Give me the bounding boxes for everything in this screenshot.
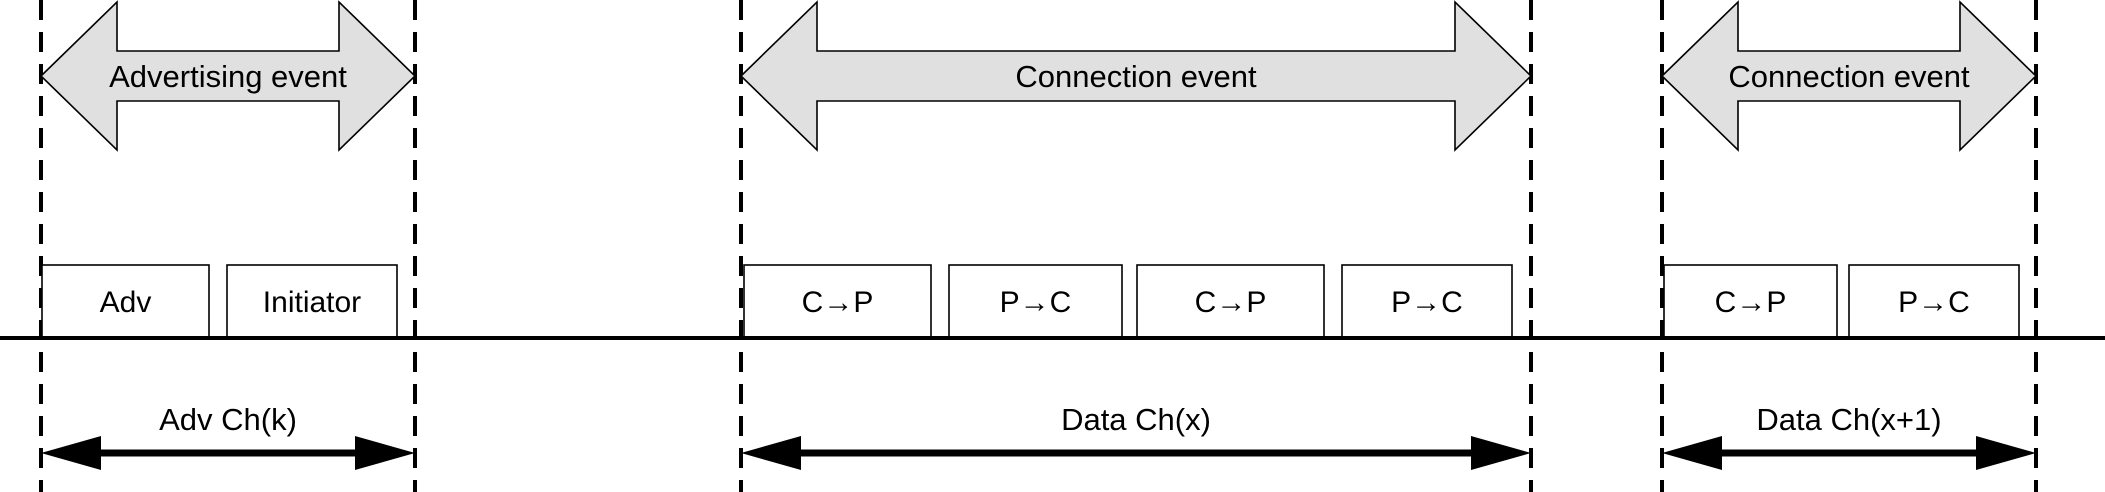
packet-slot: [1663, 264, 1838, 339]
packet-slot: [1136, 264, 1325, 339]
packet-slot: [948, 264, 1123, 339]
packet-slot-label: C→P: [1195, 286, 1267, 319]
event-label: Advertising event: [109, 59, 347, 94]
packet-slot-label: C→P: [802, 286, 874, 319]
packet-slot: [226, 264, 398, 339]
channel-arrowhead-left: [41, 436, 101, 470]
event-span-arrow: [739, 0, 1533, 152]
channel-arrowhead-right: [1471, 436, 1531, 470]
event-label: Connection event: [1728, 59, 1970, 94]
packet-slot-label: C→P: [1715, 286, 1787, 319]
packet-slot-label: Initiator: [263, 286, 361, 319]
event-span-arrow: [39, 0, 417, 152]
event-span-arrow: [1660, 0, 2038, 152]
event-label: Connection event: [1015, 59, 1257, 94]
packet-slot: [743, 264, 932, 339]
packet-slot: [1341, 264, 1513, 339]
channel-label: Data Ch(x): [1061, 402, 1211, 437]
channel-arrowhead-right: [355, 436, 415, 470]
channel-arrowhead-left: [1662, 436, 1722, 470]
channel-label: Adv Ch(k): [159, 402, 297, 437]
packet-slots-layer: Adv Initiator C→P P→C C→P P→C C→P P→C: [41, 264, 2020, 339]
packet-slot: [1848, 264, 2020, 339]
packet-slot-label: Adv: [100, 286, 152, 319]
channel-label: Data Ch(x+1): [1756, 402, 1941, 437]
event-arrows-layer: Advertising event Connection event Connect…: [39, 0, 2038, 152]
channel-arrowhead-left: [741, 436, 801, 470]
guide-lines-layer: [39, 0, 2038, 492]
packet-slot-label: P→C: [1000, 286, 1072, 319]
channel-arrows-layer: Adv Ch(k) Data Ch(x) Data Ch(x+1): [41, 402, 2036, 470]
packet-slot-label: P→C: [1898, 286, 1970, 319]
channel-arrowhead-right: [1976, 436, 2036, 470]
packet-slot-label: P→C: [1391, 286, 1463, 319]
